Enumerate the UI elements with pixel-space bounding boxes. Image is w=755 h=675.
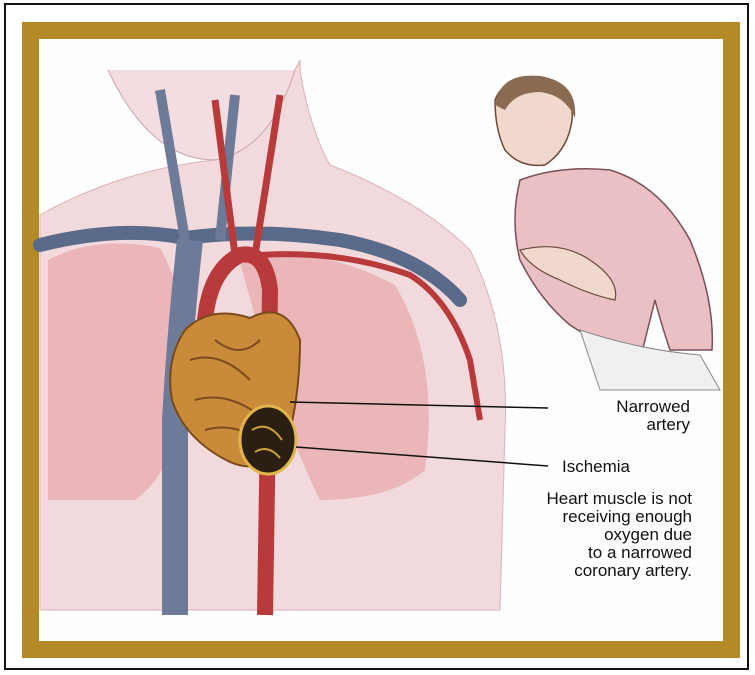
caption-line-4: to a narrowed <box>420 544 692 562</box>
caption-line-2: receiving enough <box>420 508 692 526</box>
ischemia-label: Ischemia <box>520 458 630 476</box>
caption-line-5: coronary artery. <box>420 562 692 580</box>
ischemic-area <box>240 406 296 474</box>
caption-text: Heart muscle is not receiving enough oxy… <box>420 490 692 580</box>
narrowed-artery-label: Narrowed artery <box>520 398 690 434</box>
caption-line-1: Heart muscle is not <box>420 490 692 508</box>
man-figure <box>495 76 720 390</box>
caption-line-3: oxygen due <box>420 526 692 544</box>
narrowed-label-line2: artery <box>520 416 690 434</box>
narrowed-label-line1: Narrowed <box>520 398 690 416</box>
